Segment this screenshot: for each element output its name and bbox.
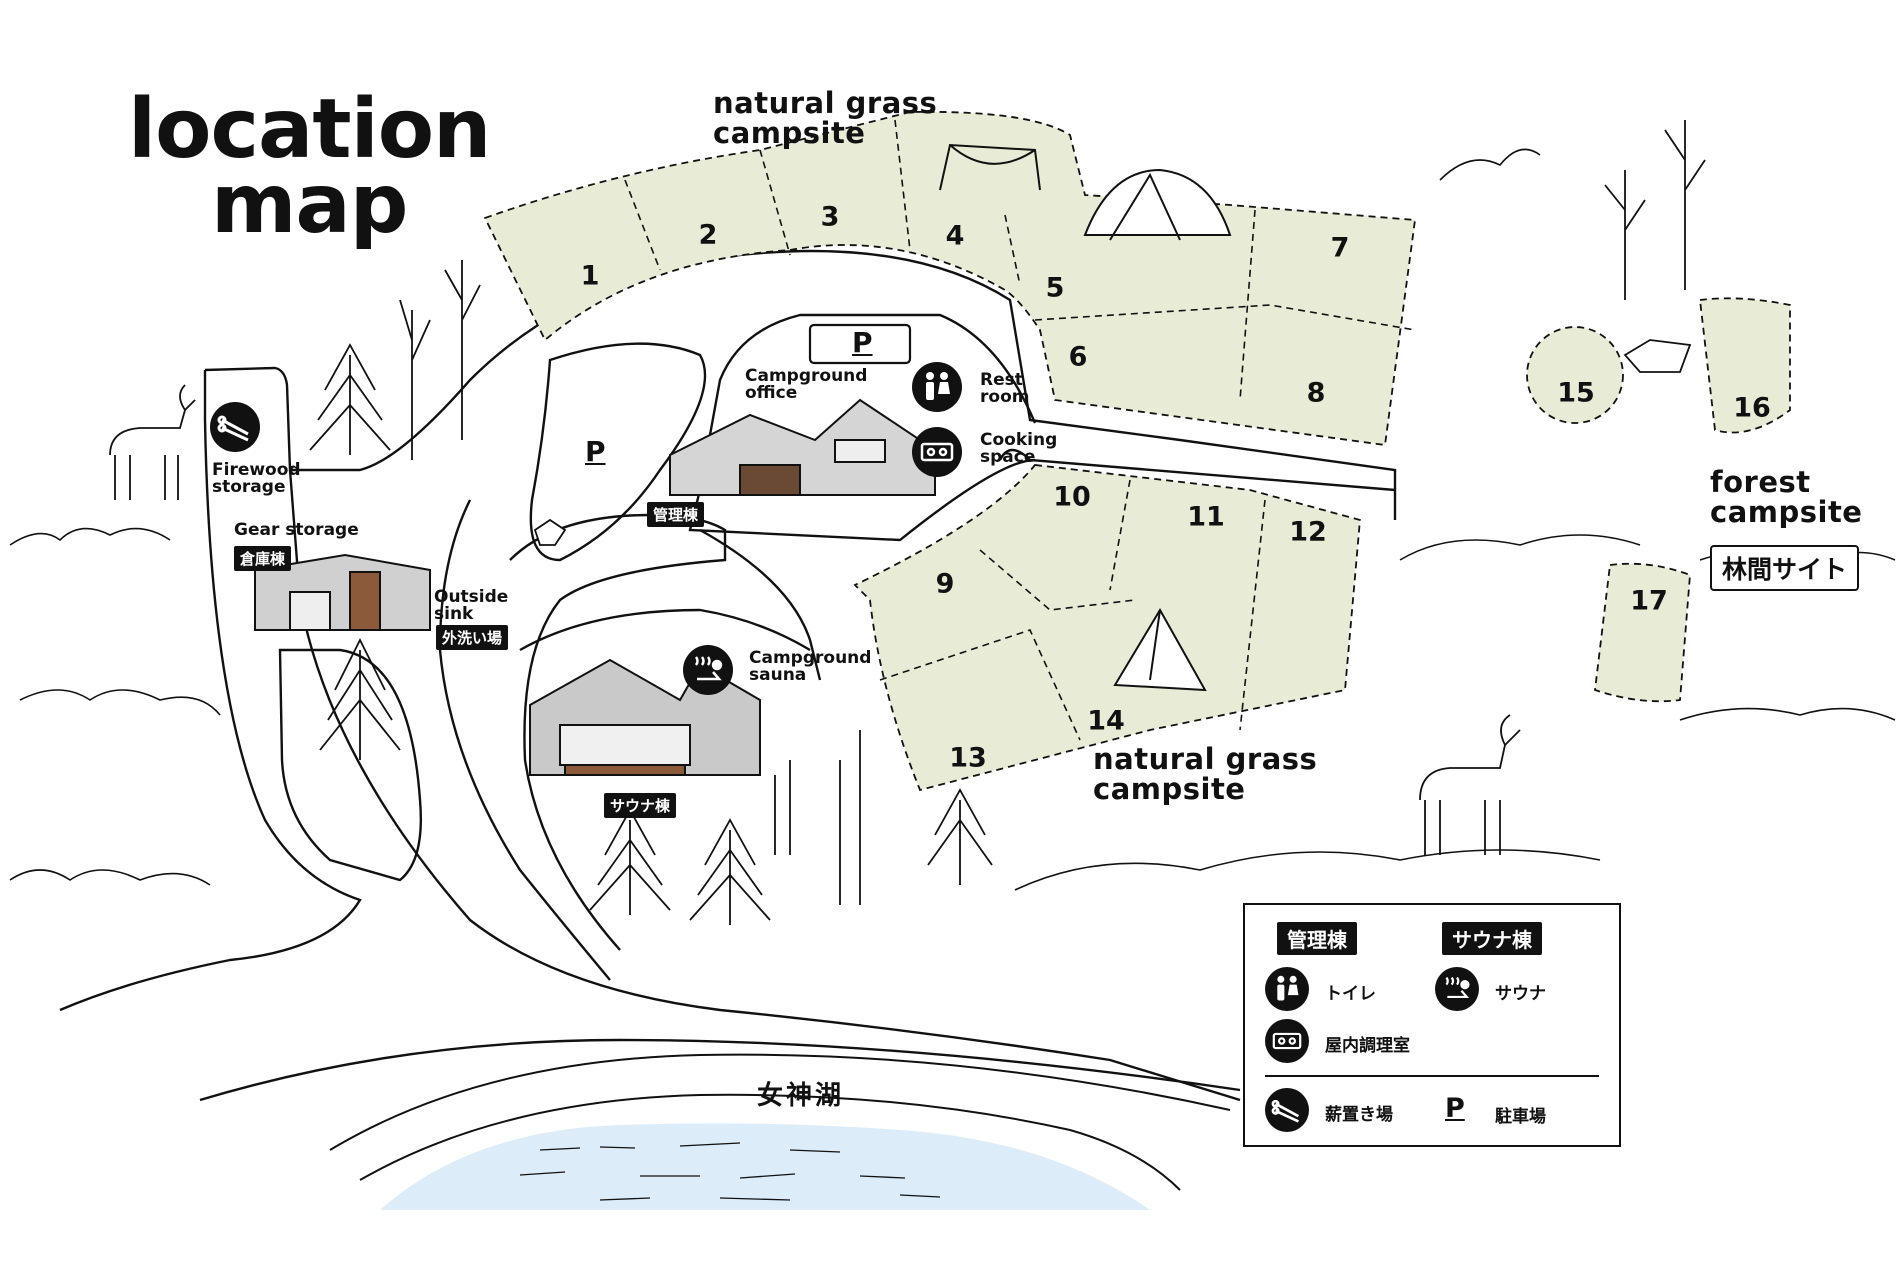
zone-forest-line-2: campsite [1710, 495, 1863, 530]
firewood-label: Firewood storage [212, 462, 301, 496]
zone-label-south: natural grass campsite [1093, 744, 1317, 805]
gear-storage-illustration [254, 553, 431, 631]
cooking-label: Cooking space [980, 432, 1057, 466]
site-number-14: 14 [1087, 705, 1125, 737]
office-label-line-1: Campground [745, 366, 868, 386]
parking-island [529, 342, 707, 562]
south-campsite-area [853, 464, 1361, 792]
legend-firewood-label: 薪置き場 [1325, 1105, 1393, 1125]
lake-shore-line-2 [329, 1053, 1231, 1151]
zone-forest-line-1: forest [1710, 465, 1811, 499]
legend-parking-symbol: P [1445, 1093, 1465, 1124]
outside-sink-line-1: Outside [434, 587, 509, 607]
title-line-1: location [128, 82, 491, 177]
legend-sauna-label: サウナ [1495, 984, 1546, 1004]
legend-cooking-label: 屋内調理室 [1325, 1036, 1410, 1056]
site-number-7: 7 [1330, 232, 1350, 264]
gear-storage-label: Gear storage [234, 520, 359, 540]
firewood-icon [210, 402, 260, 452]
legend-office-heading: 管理棟 [1277, 922, 1357, 955]
rocks [533, 339, 1692, 546]
hammock-illustration [939, 143, 1041, 191]
site-number-1: 1 [580, 260, 600, 292]
cooking-line-2: space [980, 447, 1036, 467]
zone-label-forest: forest campsite [1710, 467, 1862, 528]
restroom-label: Rest room [980, 372, 1029, 406]
office-jp-tag: 管理棟 [647, 502, 705, 527]
legend-box: 管理棟 サウナ棟 トイレ サウナ 屋内調理室 薪置き場 P 駐車場 [1243, 903, 1621, 1147]
south-plot-dividers [879, 479, 1266, 741]
restroom-line-2: room [980, 387, 1030, 407]
cooking-stove-icon [912, 427, 962, 477]
zone-label-forest-jp: 林間サイト [1710, 545, 1860, 591]
site-number-3: 3 [820, 201, 840, 233]
legend-toilet-label: トイレ [1325, 984, 1376, 1004]
sauna-label: Campground sauna [749, 650, 871, 684]
sauna-jp-tag: サウナ棟 [604, 793, 677, 818]
zone-north-line-2: campsite [713, 116, 866, 151]
sauna-icon [683, 645, 733, 695]
site-number-16: 16 [1733, 392, 1771, 424]
zone-north-line-1: natural grass [713, 86, 938, 120]
lake-shore-line [359, 1093, 1181, 1191]
forest-campsites [1526, 297, 1791, 703]
outside-sink-line-2: sink [434, 604, 474, 624]
site-number-10: 10 [1053, 481, 1091, 513]
site-number-13: 13 [949, 742, 987, 774]
lake-label: 女神湖 [757, 1081, 845, 1111]
restroom-line-1: Rest [980, 370, 1023, 390]
site-number-8: 8 [1306, 377, 1326, 409]
firewood-label-line-2: storage [212, 477, 286, 497]
north-campsite-area [483, 110, 1417, 447]
deer-illustrations [109, 384, 1521, 855]
site-number-6: 6 [1068, 341, 1088, 373]
zone-south-line-2: campsite [1093, 772, 1246, 807]
tent-dome-illustration [1083, 168, 1232, 241]
site-number-2: 2 [698, 219, 718, 251]
sauna-label-line-2: sauna [749, 665, 807, 685]
site-number-4: 4 [945, 220, 965, 252]
outside-sink-jp-tag: 外洗い場 [436, 625, 509, 650]
roads [59, 249, 1397, 1102]
site-number-11: 11 [1187, 501, 1225, 533]
lake [380, 1123, 1150, 1210]
site-number-9: 9 [935, 568, 955, 600]
site-number-12: 12 [1289, 516, 1327, 548]
trees [309, 120, 1706, 925]
lake-ripples [519, 1142, 941, 1201]
cooking-line-1: Cooking [980, 430, 1058, 450]
zone-label-north: natural grass campsite [713, 88, 937, 149]
office-parking-box [808, 323, 912, 365]
legend-parking-label: 駐車場 [1495, 1107, 1546, 1127]
legend-divider [1265, 1075, 1599, 1077]
legend-cooking-icon [1265, 1019, 1309, 1063]
outside-sink-label: Outside sink [434, 589, 508, 623]
legend-firewood-icon [1265, 1088, 1309, 1132]
page-title: location map [128, 82, 491, 253]
restroom-icon [912, 362, 962, 412]
site-number-5: 5 [1045, 272, 1065, 304]
firewood-label-line-1: Firewood [212, 460, 301, 480]
legend-sauna-icon [1435, 967, 1479, 1011]
title-line-2: map [210, 157, 408, 253]
island-parking-symbol: P [585, 435, 606, 468]
sauna-label-line-1: Campground [749, 648, 872, 668]
tipi-tent-illustration [1113, 608, 1207, 692]
office-building-illustration [669, 398, 936, 496]
office-label: Campground office [745, 368, 867, 402]
north-plot-dividers [624, 119, 1416, 401]
site-number-15: 15 [1557, 377, 1595, 409]
legend-toilet-icon [1265, 967, 1309, 1011]
site-number-17: 17 [1630, 585, 1668, 617]
legend-sauna-heading: サウナ棟 [1442, 922, 1542, 955]
office-parking-symbol: P [852, 326, 873, 359]
zone-south-line-1: natural grass [1093, 742, 1318, 776]
gear-storage-jp-tag: 倉庫棟 [234, 546, 292, 571]
office-label-line-2: office [745, 383, 798, 403]
